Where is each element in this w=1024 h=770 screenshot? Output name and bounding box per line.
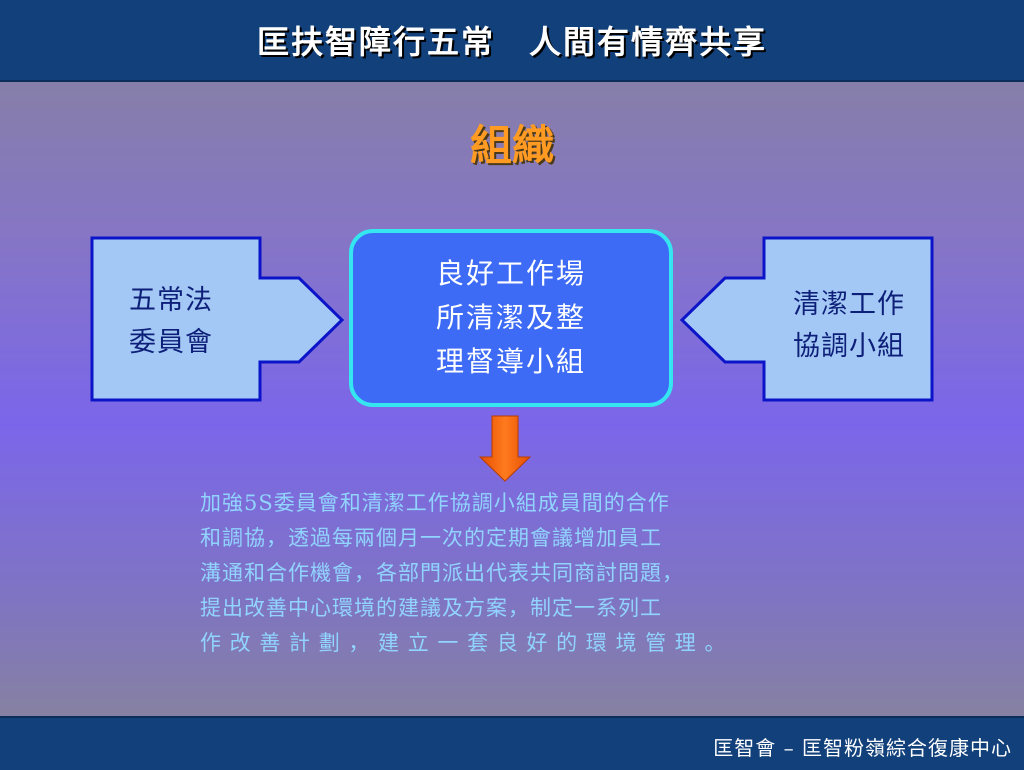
description-line-2: 和調協，透過每兩個月一次的定期會議增加員工: [200, 526, 662, 550]
header-title: 匡扶智障行五常 人間有情齊共享: [256, 23, 767, 61]
slide-title: 組織: [469, 121, 554, 170]
footer-text: 匡智會 – 匡智粉嶺綜合復康中心: [713, 736, 1012, 760]
description-text: 加強5S委員會和清潔工作協調小組成員間的合作 和調協，透過每兩個月一次的定期會議…: [200, 486, 860, 661]
left-box-label: 五常法 委員會: [106, 280, 236, 364]
right-arrow-box: [679, 236, 934, 402]
footer-bar: 匡智會 – 匡智粉嶺綜合復康中心: [0, 716, 1024, 770]
left-box-line-2: 委員會: [129, 327, 213, 358]
center-box-line-3: 理督導小組: [435, 345, 586, 378]
description-line-5: 作 改 善 計 劃 ， 建 立 一 套 良 好 的 環 境 管 理 。: [200, 631, 727, 655]
center-box-line-2: 所清潔及整: [435, 301, 586, 334]
left-box-line-1: 五常法: [129, 285, 213, 316]
description-line-4: 提出改善中心環境的建議及方案，制定一系列工: [200, 596, 662, 620]
description-line-1: 加強5S委員會和清潔工作協調小組成員間的合作: [200, 491, 670, 515]
down-arrow: [478, 415, 532, 482]
right-box-line-1: 清潔工作: [793, 289, 905, 320]
right-box-line-2: 協調小組: [793, 331, 905, 362]
left-arrow-box: [90, 236, 345, 402]
right-box-label: 清潔工作 協調小組: [770, 284, 928, 368]
header-bar: 匡扶智障行五常 人間有情齊共享: [0, 0, 1024, 82]
description-line-3: 溝通和合作機會，各部門派出代表共同商討問題，: [200, 561, 684, 585]
center-box-line-1: 良好工作場: [435, 257, 586, 290]
center-box: 良好工作場 所清潔及整 理督導小組: [349, 229, 673, 407]
